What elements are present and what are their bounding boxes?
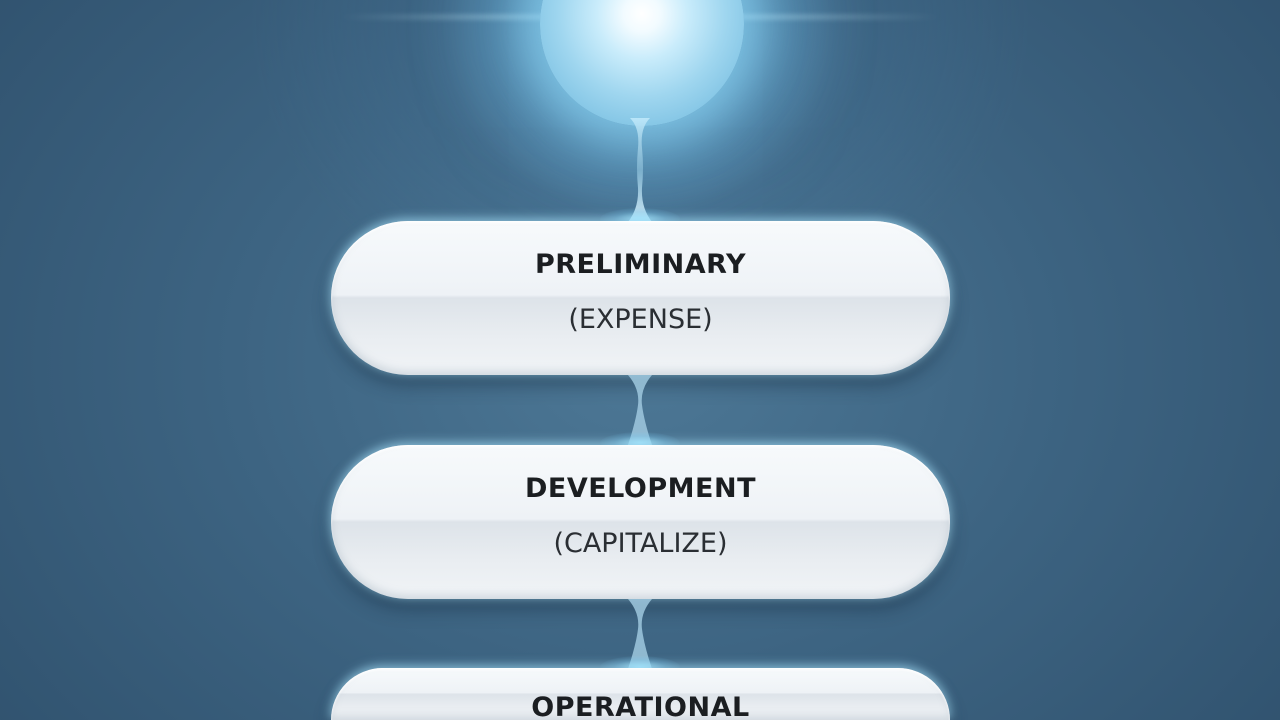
stage-subtitle: (EXPENSE) (568, 304, 713, 335)
stage-title: OPERATIONAL (531, 692, 750, 720)
connector-development-to-operational (626, 599, 654, 669)
stage-title: PRELIMINARY (534, 249, 747, 280)
stage-operational: OPERATIONAL (331, 668, 950, 720)
connector-orb-to-preliminary (626, 118, 654, 222)
stage-preliminary: PRELIMINARY (EXPENSE) (331, 221, 950, 375)
stage-title: DEVELOPMENT (524, 473, 756, 504)
stage-subtitle: (CAPITALIZE) (553, 528, 728, 559)
stage-development: DEVELOPMENT (CAPITALIZE) (331, 445, 950, 599)
connector-preliminary-to-development (626, 375, 654, 445)
